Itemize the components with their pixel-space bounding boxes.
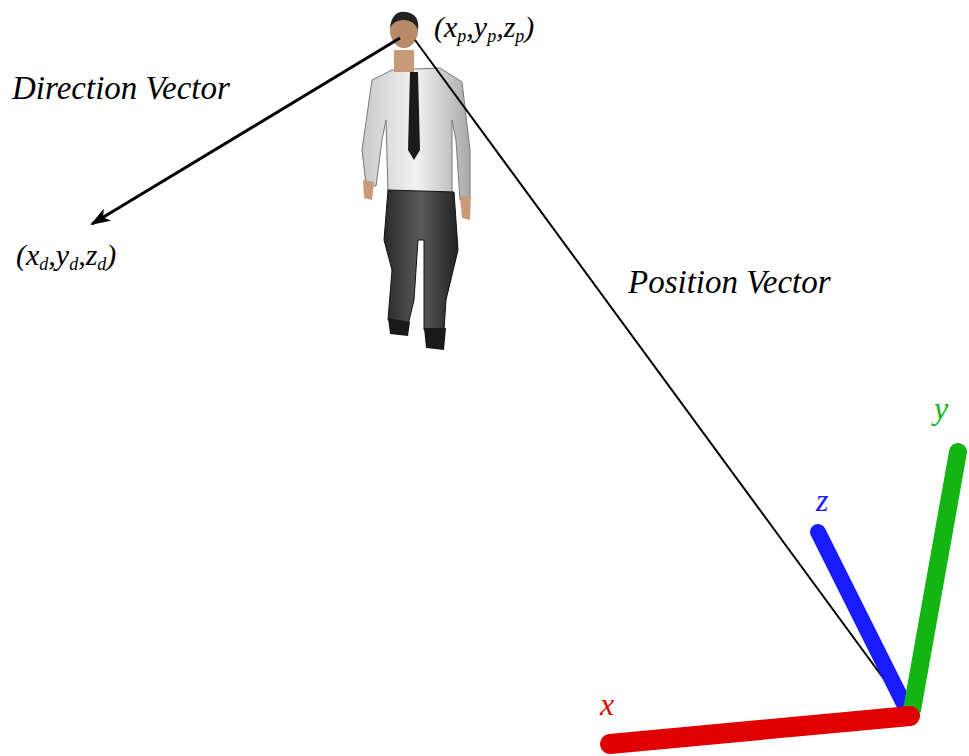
direction-arrow bbox=[92, 38, 400, 224]
vector-label: Direction Vector bbox=[12, 72, 230, 105]
point-label: (xd,yd,zd) bbox=[16, 240, 116, 273]
person-figure bbox=[362, 12, 471, 350]
x-axis bbox=[610, 716, 910, 744]
axis-label: x bbox=[600, 688, 614, 720]
axis-label: y bbox=[934, 392, 948, 424]
point-label: (xp,yp,zp) bbox=[434, 12, 534, 45]
z-axis bbox=[818, 532, 906, 708]
position-line bbox=[415, 40, 903, 705]
axis-label: z bbox=[816, 484, 828, 516]
vector-label: Position Vector bbox=[628, 266, 831, 299]
y-axis bbox=[912, 452, 958, 710]
